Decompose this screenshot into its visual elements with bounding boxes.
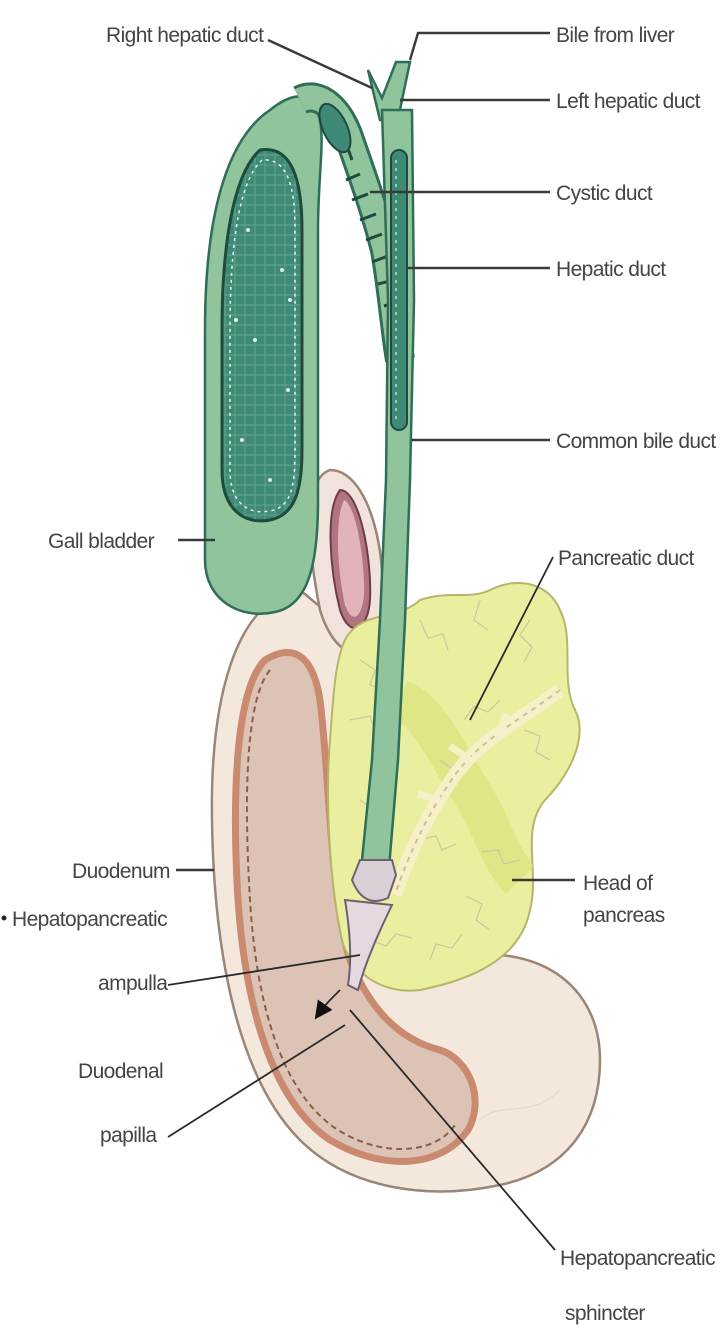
label-right-hepatic-duct: Right hepatic duct <box>106 24 264 47</box>
label-pancreatic-duct: Pancreatic duct <box>558 547 695 570</box>
label-hepatopancreatic-ampulla-2: ampulla <box>98 972 168 995</box>
label-hepatopancreatic-ampulla-1: Hepatopancreatic <box>12 908 167 931</box>
label-duodenal-papilla-2: papilla <box>100 1124 157 1147</box>
label-hepatopancreatic-sphincter-2: sphincter <box>565 1302 645 1325</box>
label-head-of-pancreas-1: Head of <box>583 872 653 895</box>
label-cystic-duct: Cystic duct <box>556 182 653 205</box>
label-gall-bladder: Gall bladder <box>48 530 155 553</box>
label-duodenal-papilla-1: Duodenal <box>78 1060 163 1083</box>
gall-bladder <box>205 96 322 613</box>
label-head-of-pancreas-2: pancreas <box>583 904 665 927</box>
label-hepatopancreatic-sphincter-1: Hepatopancreatic <box>560 1247 715 1270</box>
label-duodenum: Duodenum <box>72 860 170 883</box>
label-left-hepatic-duct: Left hepatic duct <box>556 90 701 113</box>
label-hepatic-duct: Hepatic duct <box>556 258 666 281</box>
label-bile-from-liver: Bile from liver <box>556 24 675 47</box>
label-common-bile-duct: Common bile duct <box>556 430 716 453</box>
